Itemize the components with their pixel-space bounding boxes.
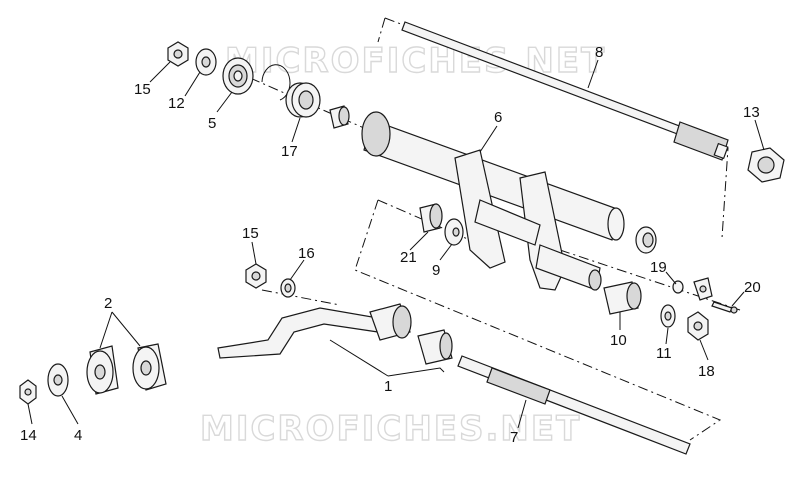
callout-18: 18: [698, 363, 715, 380]
callout-11: 11: [656, 345, 672, 362]
callout-21: 21: [400, 249, 417, 266]
callout-6: 6: [494, 109, 502, 126]
part-5-bearing: [222, 57, 254, 95]
callout-20: 20: [744, 279, 761, 296]
part-15-nut-top: [167, 41, 189, 67]
part-10-spacer: [603, 281, 642, 315]
part-2-bushings: [86, 343, 167, 395]
watermark-bottom: MICROFICHES.NET: [200, 409, 581, 449]
callout-8: 8: [595, 44, 603, 61]
callout-2: 2: [104, 295, 112, 312]
callout-labels: 15 12 5 17 6 8 13 15 16 21 9 19 20 10 11…: [20, 44, 761, 446]
part-13-nut: [747, 147, 785, 183]
callout-13: 13: [743, 104, 760, 121]
part-17-bearing: [285, 82, 321, 118]
callout-7: 7: [510, 429, 518, 446]
part-6-swing-arm: [361, 111, 625, 291]
watermark-top: MICROFICHES.NET: [225, 41, 606, 81]
part-4-washer: [47, 363, 69, 397]
callout-1: 1: [384, 378, 392, 395]
callout-19: 19: [650, 259, 667, 276]
callout-4: 4: [74, 427, 82, 444]
part-1-link-arm: [217, 303, 453, 365]
callout-9: 9: [432, 262, 440, 279]
arm-end-bushing: [635, 226, 657, 254]
callout-14: 14: [20, 427, 37, 444]
part-16-washer: [280, 278, 296, 298]
callout-17: 17: [281, 143, 298, 160]
callout-16: 16: [298, 245, 315, 262]
callout-10: 10: [610, 332, 627, 349]
part-14-nut: [19, 379, 37, 405]
callout-12: 12: [168, 95, 185, 112]
part-18-nut: [687, 311, 709, 341]
callout-15-top: 15: [134, 81, 151, 98]
leader-lines: [27, 59, 765, 429]
part-21-bushing: [419, 203, 443, 233]
part-12-washer: [195, 48, 217, 76]
callout-15-lower: 15: [242, 225, 259, 242]
part-8-long-rod: [401, 21, 729, 161]
part-19-washer: [672, 277, 713, 301]
part-7-long-rod: [457, 355, 691, 455]
small-bushing: [329, 105, 350, 129]
part-9-washer: [444, 218, 464, 246]
callout-5: 5: [208, 115, 216, 132]
part-15-nut-lower: [245, 263, 267, 289]
part-11-washer: [660, 304, 676, 328]
part-20-screw: [711, 301, 738, 314]
